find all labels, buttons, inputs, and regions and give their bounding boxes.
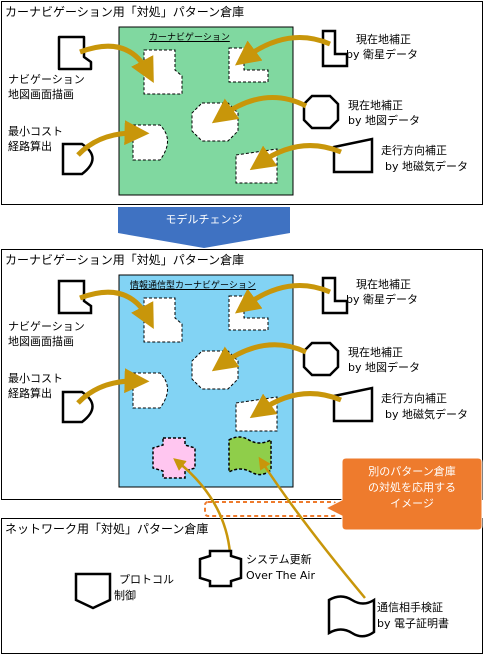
p1-left-label-4: 経路算出 [8,140,52,153]
model-change-band [118,207,290,233]
auth-line1: 通信相手検証 [377,601,443,614]
p1-map-line1: 現在地補正 [348,99,403,112]
pattern-warehouse-carnav [1,1,483,205]
p1-gps-line2: by 衛星データ [346,48,418,61]
p2-dir-line1: 走行方向補正 [381,392,447,405]
p2-left-label-4: 経路算出 [8,387,52,400]
auth-line2: by 電子証明書 [377,617,449,630]
panel1-title: カーナビゲーション用「対処」パターン倉庫 [5,5,245,19]
p1-dir-line2: by 地磁気データ [385,160,468,173]
protocol-line1: プロトコル [119,573,174,586]
panel3-title: ネットワーク用「対処」パターン倉庫 [5,522,209,536]
p2-left-label-3: 最小コスト [8,372,63,385]
p1-left-label-1: ナビゲーション [8,73,85,86]
callout-line-3: イメージ [390,497,434,510]
p1-dir-line1: 走行方向補正 [381,144,447,157]
ota-line1: システム更新 [246,553,312,566]
p1-left-label-2: 地図画面描画 [8,88,74,101]
callout-line-1: 別のパターン倉庫 [368,465,456,478]
p2-left-label-1: ナビゲーション [8,320,85,333]
p2-map-line2: by 地図データ [348,361,420,374]
p1-gps-line1: 現在地補正 [356,33,411,46]
model-change-band-label: モデルチェンジ [165,213,243,226]
p2-map-line1: 現在地補正 [348,346,403,359]
p2-gps-line1: 現在地補正 [356,278,411,291]
pattern-warehouse-network [1,518,483,654]
p1-left-label-3: 最小コスト [8,125,63,138]
callout-line-2: の対処を応用する [368,481,456,494]
application-highlight-box [204,501,337,517]
p2-dir-line2: by 地磁気データ [385,408,468,421]
protocol-line2: 制御 [114,589,136,602]
panel2-title: カーナビゲーション用「対処」パターン倉庫 [5,253,245,267]
p2-gps-line2: by 衛星データ [346,293,418,306]
ota-line2: Over The Air [246,569,316,582]
p2-left-label-2: 地図画面描画 [8,335,74,348]
device2-title: 情報通信型カーナビゲーション [130,281,256,291]
p1-map-line2: by 地図データ [348,114,420,127]
device1-title: カーナビゲーション [149,33,230,43]
